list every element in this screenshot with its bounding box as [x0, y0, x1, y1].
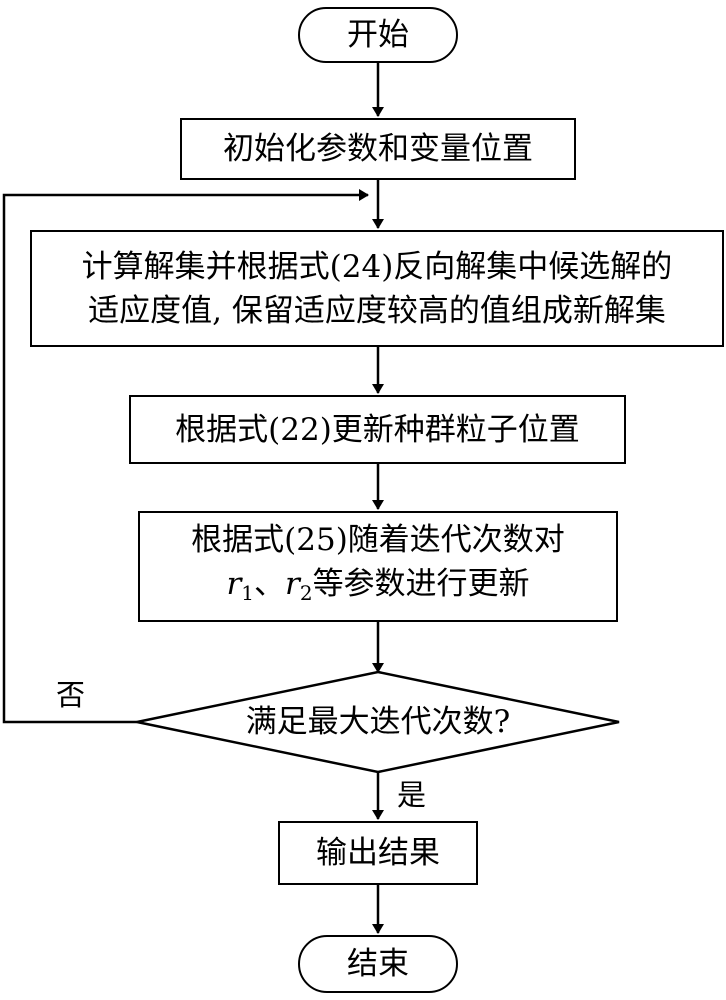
r2-subscript: 2: [299, 581, 313, 605]
update-params-process: 根据式(25)随着迭代次数对 r1、r2等参数进行更新: [138, 511, 618, 622]
r-separator: 、: [254, 566, 285, 602]
compute-label-line1: 计算解集并根据式(24)反向解集中候选解的: [81, 248, 673, 285]
edge-label-no: 否: [56, 678, 86, 712]
compute-label-line2: 适应度值, 保留适应度较高的值组成新解集: [88, 292, 666, 329]
update-params-label-line1: 根据式(25)随着迭代次数对: [191, 522, 565, 558]
init-process: 初始化参数和变量位置: [180, 118, 576, 180]
end-terminal: 结束: [298, 935, 458, 993]
compute-process: 计算解集并根据式(24)反向解集中候选解的 适应度值, 保留适应度较高的值组成新…: [30, 230, 724, 347]
output-label: 输出结果: [316, 835, 440, 871]
start-terminal: 开始: [298, 7, 458, 63]
output-process: 输出结果: [278, 821, 478, 885]
end-label: 结束: [347, 946, 409, 982]
r2-symbol: r: [285, 566, 300, 602]
start-label: 开始: [347, 17, 409, 53]
r1-symbol: r: [226, 566, 242, 602]
update-params-rest: 等参数进行更新: [312, 566, 530, 602]
loop-back-connector: [2, 189, 369, 724]
decision-diamond: [136, 670, 620, 774]
r1-subscript: 1: [241, 581, 254, 605]
update-positions-process: 根据式(22)更新种群粒子位置: [129, 395, 626, 464]
update-positions-label: 根据式(22)更新种群粒子位置: [175, 411, 580, 448]
update-params-label-line2: r1、r2等参数进行更新: [226, 562, 529, 615]
edge-label-yes: 是: [397, 778, 427, 812]
decision-label: 满足最大迭代次数?: [245, 704, 511, 740]
init-label: 初始化参数和变量位置: [223, 131, 533, 167]
